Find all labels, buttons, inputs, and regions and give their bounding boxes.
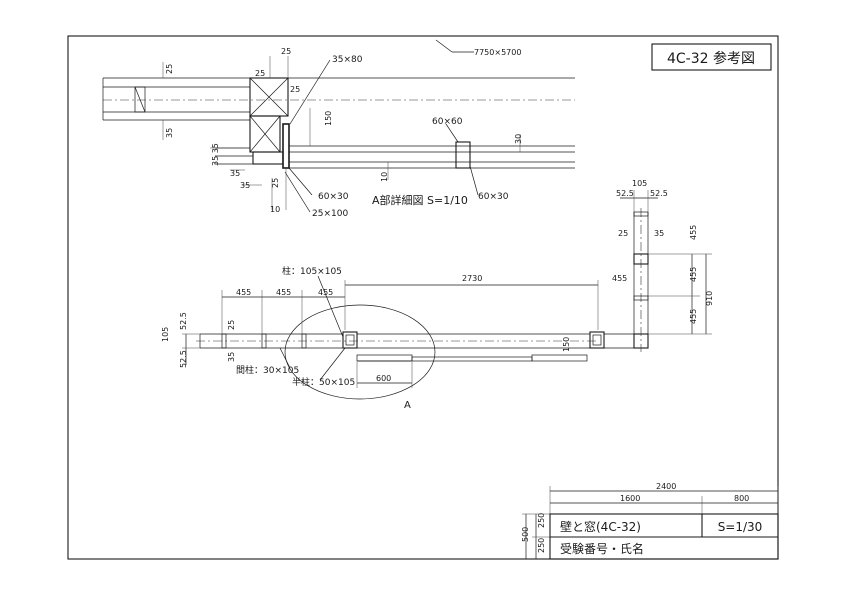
- dim-text: 455: [318, 288, 333, 297]
- dim-text: 35: [227, 352, 236, 362]
- dim-text: 10: [270, 205, 280, 214]
- label-frame-25x100: 25×100: [312, 209, 348, 219]
- label-post: 柱：105×105: [282, 265, 342, 277]
- dim-text: 35: [230, 169, 240, 178]
- detail-a-drawing: [102, 56, 575, 213]
- dim-text: 35: [654, 229, 664, 238]
- label-half-post: 半柱：50×105: [292, 376, 355, 388]
- sheet-border: [67, 35, 779, 560]
- dim-text: 455: [689, 309, 698, 324]
- dim-text: 910: [705, 291, 714, 306]
- dim-text: 35 35: [211, 143, 220, 166]
- dim-text: 35: [165, 128, 174, 138]
- label-rail-60x30-b: 60×30: [478, 192, 509, 202]
- badge-frame: [651, 43, 772, 71]
- dim-text: 25: [271, 178, 280, 188]
- dim-text: 455: [236, 288, 251, 297]
- dim-text: 455: [612, 274, 627, 283]
- dim-text: 52.5: [650, 189, 668, 198]
- dim-text: 600: [376, 374, 391, 383]
- detail-title: A部詳細図 S=1/10: [372, 193, 468, 207]
- detail-a-dimensions: 25 25 25 25 35 35 35 35 35 25 10 150 30 …: [165, 47, 523, 214]
- callout-a: A: [404, 400, 411, 411]
- site-note-text: 7750×5700: [474, 48, 521, 57]
- dim-text: 25: [255, 69, 265, 78]
- label-sill-60x60: 60×60: [432, 117, 463, 127]
- dim-text: 500: [521, 527, 530, 542]
- dim-text: 455: [689, 267, 698, 282]
- dim-text: 52.5: [616, 189, 634, 198]
- dim-text: 800: [734, 494, 749, 503]
- label-post-35x80: 35×80: [332, 55, 363, 65]
- dim-text: 250: [537, 538, 546, 553]
- plan-dimensions: 455 455 455 2730 455 600 150 105 52.5 52…: [161, 179, 714, 383]
- dim-text: 52.5: [179, 350, 188, 368]
- label-rail-60x30-a: 60×30: [318, 192, 349, 202]
- dim-text: 150: [562, 337, 571, 352]
- dim-text: 2730: [462, 274, 482, 283]
- dim-text: 10: [380, 172, 389, 182]
- dim-text: 2400: [656, 482, 676, 491]
- dim-text: 25: [618, 229, 628, 238]
- dim-text: 455: [689, 225, 698, 240]
- dim-text: 25: [281, 47, 291, 56]
- dim-text: 250: [537, 513, 546, 528]
- dim-text: 30: [514, 134, 523, 144]
- dim-text: 1600: [620, 494, 640, 503]
- plan-drawing: [182, 190, 712, 400]
- dim-text: 455: [276, 288, 291, 297]
- examinee-field: 受験番号・氏名: [560, 541, 644, 556]
- dim-text: 35: [240, 181, 250, 190]
- badge-text: 4C-32 参考図: [667, 50, 755, 67]
- title-block: 2400 1600 800 500 250 250 壁と窓(4C-32) S=1…: [521, 482, 779, 560]
- detail-a-labels: 35×80 60×60 60×30 60×30 25×100 A部詳細図 S=1…: [312, 55, 509, 219]
- dim-text: 25: [290, 85, 300, 94]
- dim-text: 25: [227, 320, 236, 330]
- dim-text: 150: [324, 111, 333, 126]
- dim-text: 105: [632, 179, 647, 188]
- label-stud: 間柱：30×105: [236, 364, 299, 376]
- dim-text: 25: [165, 64, 174, 74]
- plan-labels: 柱：105×105 間柱：30×105 半柱：50×105 A: [236, 265, 411, 411]
- site-note: 7750×5700: [435, 39, 521, 57]
- drawing-title: 壁と窓(4C-32): [560, 519, 641, 534]
- dim-text: 105: [161, 327, 170, 342]
- dim-text: 52.5: [179, 312, 188, 330]
- drawing-scale: S=1/30: [718, 520, 763, 534]
